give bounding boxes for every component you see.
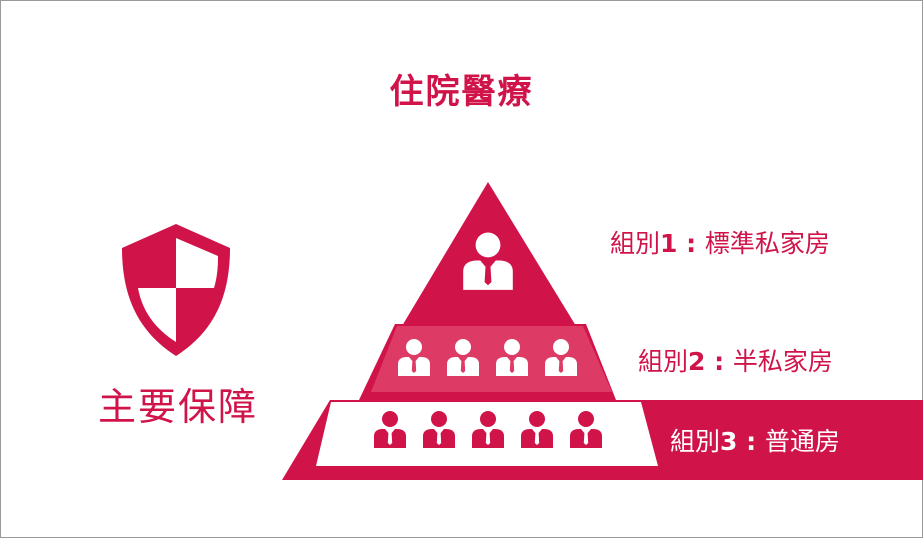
person-icon <box>521 411 553 448</box>
tier-2-name: 半私家房 <box>732 347 833 376</box>
diagram-title: 住院醫療 <box>389 72 534 112</box>
tier-2-separator: : <box>705 347 733 376</box>
person-icon <box>398 339 430 376</box>
tier-1-number: 1 <box>660 229 678 258</box>
shield-icon <box>122 224 230 356</box>
tier-3-name: 普通房 <box>764 427 840 456</box>
tier-1-prefix: 組別 <box>610 229 661 258</box>
tier-3-label: 組別3 : 普通房 <box>670 422 840 458</box>
person-icon <box>570 411 602 448</box>
person-icon <box>463 232 513 290</box>
tier-3-prefix: 組別 <box>670 427 721 456</box>
person-icon <box>374 411 406 448</box>
tier-2-number: 2 <box>688 347 706 376</box>
person-icon <box>545 339 577 376</box>
tier-1-label: 組別1 : 標準私家房 <box>610 224 830 260</box>
tier-1-separator: : <box>677 229 705 258</box>
tier-3-separator: : <box>737 427 765 456</box>
shield-label: 主要保障 <box>97 385 258 429</box>
tier-1-name: 標準私家房 <box>704 229 830 258</box>
tier-3-number: 3 <box>720 427 738 456</box>
person-icon <box>472 411 504 448</box>
person-icon <box>496 339 528 376</box>
tier-2-prefix: 組別 <box>638 347 689 376</box>
tier-2-label: 組別2 : 半私家房 <box>638 342 833 378</box>
person-icon <box>423 411 455 448</box>
person-icon <box>447 339 479 376</box>
